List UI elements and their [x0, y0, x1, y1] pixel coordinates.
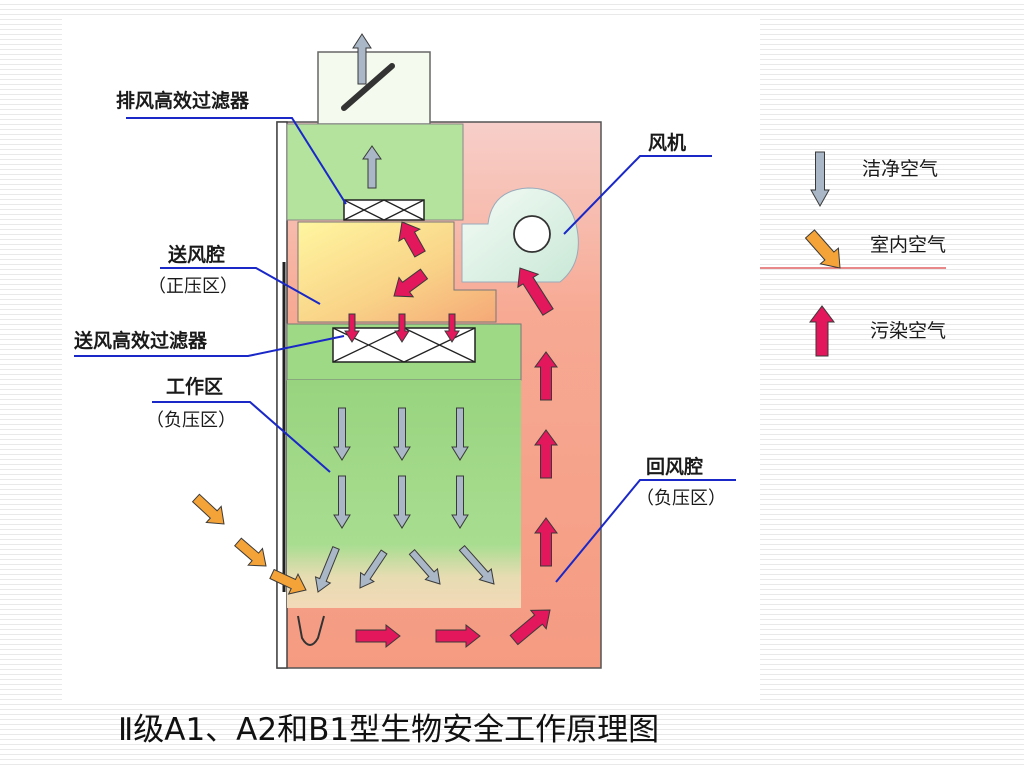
label-return-plenum-sub: （负压区） — [636, 488, 726, 509]
contaminated-air-bottom-arrow-3 — [509, 609, 551, 646]
leader-supply-plenum — [160, 267, 321, 305]
room-air-arrow-1 — [191, 493, 225, 525]
fan-wheel-icon — [513, 215, 551, 253]
contaminated-air-return-arrow-3 — [534, 351, 558, 401]
contaminated-air-plenum-left-arrow — [393, 268, 429, 298]
leader-return-plenum — [555, 479, 736, 583]
label-supply-plenum: 送风腔 — [168, 244, 226, 266]
contaminated-air-bottom-arrow-2 — [435, 623, 481, 649]
label-work-zone: 工作区 — [166, 376, 224, 398]
contaminated-air-arrow-icon — [809, 305, 835, 357]
clean-air-split-arrow-4 — [458, 544, 495, 585]
label-fan: 风机 — [648, 132, 687, 154]
drain-trap-icon — [297, 615, 325, 646]
leader-work-zone — [152, 401, 331, 473]
clean-air-down-arrow-bottom-1 — [333, 475, 351, 529]
clean-air-down-arrow-top-2 — [393, 407, 411, 461]
label-exhaust-filter: 排风高效过滤器 — [116, 90, 250, 112]
leader-exhaust-filter — [126, 117, 347, 205]
contaminated-air-plenum-up-arrow — [398, 221, 426, 258]
clean-air-split-arrow-3 — [408, 548, 441, 585]
clean-air-down-arrow-bottom-3 — [451, 475, 469, 529]
exhaust-filter-pattern — [343, 199, 425, 221]
supply-plenum — [297, 221, 497, 323]
contaminated-air-return-arrow-2 — [534, 429, 558, 479]
leader-supply-filter — [74, 335, 345, 357]
room-air-arrow-2 — [233, 537, 267, 567]
contaminated-air-fan-inlet-arrow — [517, 267, 554, 316]
clean-air-down-arrow-top-1 — [333, 407, 351, 461]
clean-air-split-arrow-2 — [359, 549, 388, 589]
room-air-arrow-icon — [804, 229, 841, 269]
contaminated-air-bottom-arrow-1 — [355, 623, 401, 649]
clean-air-arrow-icon — [810, 151, 830, 208]
clean-air-split-arrow-1 — [314, 546, 340, 593]
label-work-zone-sub: （负压区） — [146, 410, 236, 431]
leader-fan — [563, 155, 712, 235]
legend-label-contaminated: 污染空气 — [870, 320, 947, 342]
clean-air-exhaust-chamber-arrow — [362, 145, 382, 189]
room-air-arrow-3 — [269, 568, 307, 595]
label-supply-filter: 送风高效过滤器 — [74, 330, 208, 352]
exhaust-damper — [341, 63, 395, 111]
contaminated-air-filter-arrow-3 — [444, 313, 460, 343]
clean-air-down-arrow-top-3 — [451, 407, 469, 461]
contaminated-air-return-arrow-1 — [534, 517, 558, 567]
clean-air-exhaust-arrow — [352, 33, 372, 85]
contaminated-air-filter-arrow-1 — [344, 313, 360, 343]
label-return-plenum: 回风腔 — [646, 456, 704, 478]
contaminated-air-filter-arrow-2 — [394, 313, 410, 343]
caption: Ⅱ级A1、A2和B1型生物安全工作原理图 — [118, 712, 660, 748]
exhaust-housing — [317, 51, 431, 125]
clean-air-down-arrow-bottom-2 — [393, 475, 411, 529]
legend-label-clean: 洁净空气 — [862, 158, 939, 180]
label-supply-plenum-sub: （正压区） — [148, 276, 238, 297]
legend-label-room: 室内空气 — [870, 234, 947, 256]
